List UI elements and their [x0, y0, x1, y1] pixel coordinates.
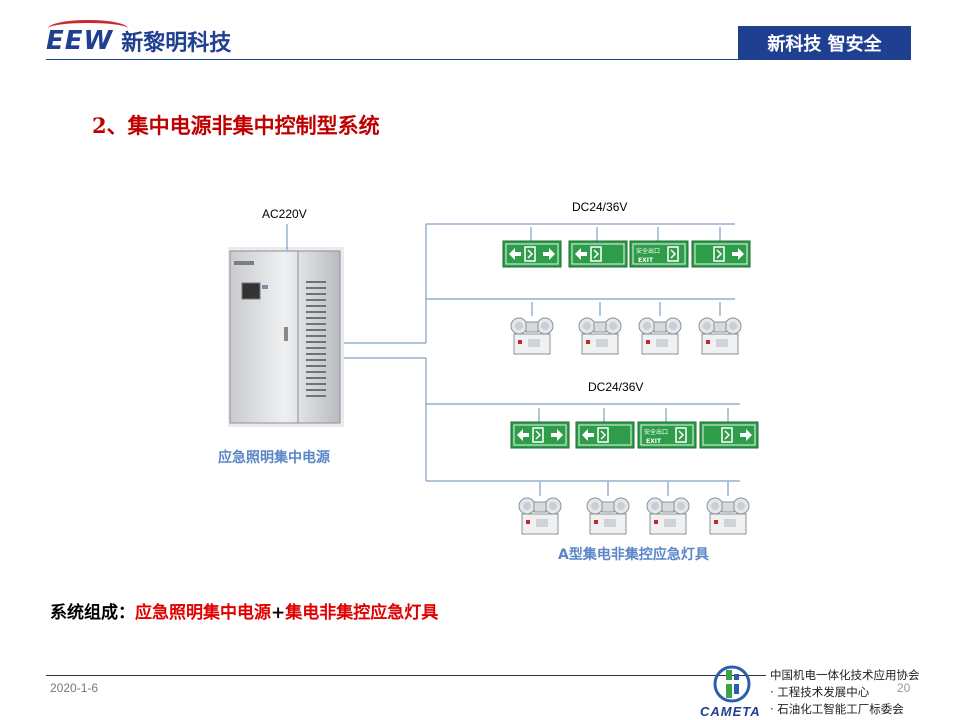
- composition-plus: +: [271, 603, 286, 623]
- lamp-row-1: [510, 302, 742, 355]
- company-logo: EEW 新黎明科技: [46, 20, 232, 56]
- ac-voltage-label: AC220V: [262, 207, 307, 221]
- logo-text: 新黎明科技: [121, 31, 232, 56]
- cabinet-caption: 应急照明集中电源: [218, 450, 330, 466]
- org-line-2: · 工程技术发展中心: [770, 685, 870, 699]
- emergency-lamp: [646, 482, 690, 535]
- composition-part-1: 应急照明集中电源: [135, 603, 271, 623]
- exit-sign: [510, 408, 570, 449]
- sign-exit: EXIT: [638, 257, 654, 264]
- footer-date: 2020-1-6: [50, 681, 99, 695]
- composition-key: 系统组成：: [50, 603, 135, 623]
- dc-voltage-label-2: DC24/36V: [588, 380, 643, 394]
- org-line-1: 中国机电一体化技术应用协会: [770, 668, 920, 682]
- exit-sign: 安全出口 EXIT: [637, 408, 697, 449]
- emergency-lamp: [518, 482, 562, 535]
- system-composition: 系统组成：应急照明集中电源+集电非集控应急灯具: [50, 598, 438, 623]
- emergency-lamp: [706, 482, 750, 535]
- exit-sign: [575, 408, 635, 449]
- emergency-lamp: [638, 302, 682, 355]
- emergency-lamp: [586, 482, 630, 535]
- lamp-row-2: [518, 482, 750, 535]
- dc-voltage-label-1: DC24/36V: [572, 200, 627, 214]
- page-number: 20: [897, 681, 911, 695]
- exit-sign-row-1: 安全出口 EXIT: [502, 227, 751, 268]
- slogan-banner: 新科技 智安全: [738, 26, 911, 60]
- logo-arc: [48, 20, 128, 37]
- slide-title: 2、集中电源非集中控制型系统: [92, 113, 380, 138]
- exit-sign: [691, 227, 751, 268]
- composition-part-2: 集电非集控应急灯具: [285, 603, 439, 623]
- emergency-lamp: [578, 302, 622, 355]
- sign-text: 安全出口: [644, 428, 668, 436]
- organization-block: 中国机电一体化技术应用协会 · 工程技术发展中心 · 石油化工智能工厂标委会: [770, 667, 920, 718]
- power-cabinet-image: [228, 247, 344, 427]
- sign-exit: EXIT: [646, 438, 662, 445]
- footer-divider: [46, 675, 766, 676]
- exit-sign: [699, 408, 759, 449]
- exit-sign: [568, 227, 628, 268]
- emergency-lamp: [698, 302, 742, 355]
- cameta-logo-icon: [713, 665, 751, 703]
- exit-sign-row-2: 安全出口 EXIT: [510, 408, 759, 449]
- header-divider: [46, 59, 911, 60]
- exit-sign: 安全出口 EXIT: [629, 227, 689, 268]
- cameta-logo-text: CAMETA: [700, 704, 761, 719]
- lamps-caption: A型集电非集控应急灯具: [558, 547, 709, 563]
- emergency-lamp: [510, 302, 554, 355]
- exit-sign: [502, 227, 562, 268]
- org-line-3: · 石油化工智能工厂标委会: [770, 702, 904, 716]
- sign-text: 安全出口: [636, 247, 660, 255]
